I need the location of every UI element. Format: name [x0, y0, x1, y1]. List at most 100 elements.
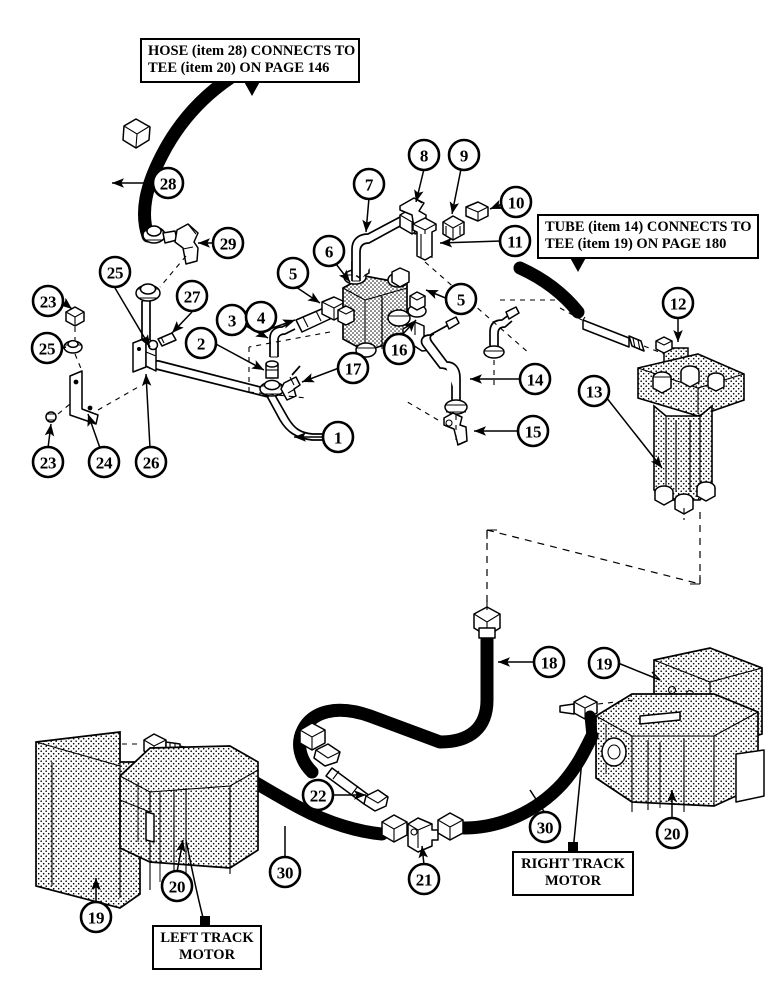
callout-30[interactable]: 30 [268, 855, 302, 889]
callout-19[interactable]: 19 [587, 646, 621, 680]
callout-circle [134, 445, 168, 479]
callout-number: 29 [220, 235, 236, 254]
callout-circle [175, 279, 209, 313]
tube-3 [269, 321, 296, 358]
bracket-24-assembly [69, 370, 99, 425]
callout-circle [79, 900, 113, 934]
callout-25[interactable]: 25 [98, 255, 132, 289]
callout-number: 2 [197, 335, 205, 354]
callout-number: 8 [420, 147, 428, 166]
callout-19[interactable]: 19 [79, 900, 113, 934]
tube-14-fitting [444, 399, 468, 415]
bolt-12 [582, 316, 645, 352]
callout-circle [655, 816, 689, 850]
note-hose-line2: TEE (item 20) ON PAGE 146 [148, 60, 330, 76]
callout-number: 11 [507, 233, 522, 252]
callout-number: 22 [310, 787, 326, 806]
callout-18[interactable]: 18 [532, 645, 566, 679]
callout-23[interactable]: 23 [31, 284, 65, 318]
callout-circle [382, 332, 416, 366]
callout-circle [244, 300, 278, 334]
right-track-motor-assembly [595, 647, 765, 812]
construction-line-15 [403, 399, 439, 421]
callout-5[interactable]: 5 [444, 282, 478, 316]
callout-number: 13 [586, 383, 602, 402]
hose-28 [137, 71, 237, 243]
callout-circle [444, 282, 478, 316]
callout-number: 19 [596, 655, 612, 674]
callout-29[interactable]: 29 [211, 226, 245, 260]
hose-30-right-stub [584, 710, 598, 742]
callout-number: 21 [416, 871, 432, 890]
bolt-27 [147, 332, 177, 351]
callout-circle [184, 326, 218, 360]
callout-number: 6 [325, 243, 333, 262]
callout-10[interactable]: 10 [499, 185, 533, 219]
fitting-2 [265, 360, 279, 379]
callout-circle [336, 351, 370, 385]
callout-22[interactable]: 22 [301, 778, 335, 812]
hose-30-right [457, 729, 599, 835]
callout-number: 20 [169, 878, 185, 897]
construction-line-29 [159, 255, 187, 288]
callout-number: 27 [184, 288, 201, 307]
callout-circle [321, 420, 355, 454]
note-box-left-track-motor: LEFT TRACK MOTOR [152, 925, 262, 970]
hose-30-right-assembly [457, 695, 635, 835]
callout-11[interactable]: 11 [498, 224, 532, 258]
callout-5[interactable]: 5 [276, 256, 310, 290]
callout-20[interactable]: 20 [655, 816, 689, 850]
right-motor-line2: MOTOR [544, 873, 602, 889]
callout-circle [31, 284, 65, 318]
callout-number: 30 [537, 819, 553, 838]
callout-number: 17 [345, 360, 362, 379]
callout-24[interactable]: 24 [87, 445, 121, 479]
callout-20[interactable]: 20 [160, 869, 194, 903]
callout-16[interactable]: 16 [382, 332, 416, 366]
callout-2[interactable]: 2 [184, 326, 218, 360]
callout-number: 15 [525, 423, 541, 442]
callout-number: 19 [88, 909, 104, 928]
callout-number: 16 [391, 341, 407, 360]
callout-3[interactable]: 3 [215, 303, 249, 337]
callout-28[interactable]: 28 [151, 166, 185, 200]
callout-13[interactable]: 13 [577, 374, 611, 408]
callout-30[interactable]: 30 [528, 810, 562, 844]
callout-circle [87, 445, 121, 479]
callout-21[interactable]: 21 [407, 862, 441, 896]
coupling-11 [412, 217, 437, 261]
callout-27[interactable]: 27 [175, 279, 209, 313]
callout-26[interactable]: 26 [134, 445, 168, 479]
plug-10 [465, 201, 489, 222]
callout-9[interactable]: 9 [447, 138, 481, 172]
construction-line-valve-left [248, 331, 331, 348]
callout-4[interactable]: 4 [244, 300, 278, 334]
callout-25[interactable]: 25 [30, 331, 64, 365]
callout-15[interactable]: 15 [516, 414, 550, 448]
callout-number: 5 [457, 291, 465, 310]
callout-14[interactable]: 14 [518, 362, 552, 396]
callout-number: 3 [228, 312, 236, 331]
tube-7 [351, 207, 425, 282]
callout-8[interactable]: 8 [407, 138, 441, 172]
construction-line-right-motor [597, 699, 635, 705]
callout-circle [312, 234, 346, 268]
callout-7[interactable]: 7 [352, 167, 386, 201]
callout-23[interactable]: 23 [31, 445, 65, 479]
callout-number: 23 [40, 293, 56, 312]
callout-number: 7 [365, 176, 374, 195]
callout-17[interactable]: 17 [336, 351, 370, 385]
callout-number: 1 [334, 429, 342, 448]
nut-23-upper [65, 306, 85, 327]
callout-circle [661, 286, 695, 320]
callout-number: 25 [39, 340, 55, 359]
callout-1[interactable]: 1 [321, 420, 355, 454]
callout-circle [211, 226, 245, 260]
callout-circle [30, 331, 64, 365]
callout-circle [276, 256, 310, 290]
callout-12[interactable]: 12 [661, 286, 695, 320]
callout-6[interactable]: 6 [312, 234, 346, 268]
elbow-17 [280, 365, 301, 401]
